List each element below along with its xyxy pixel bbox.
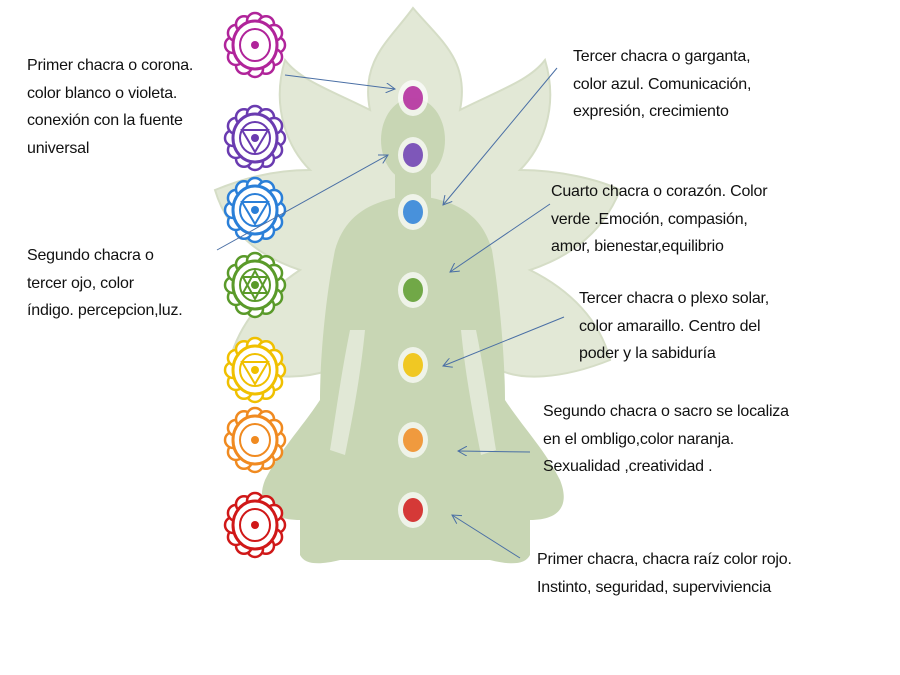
label-line: verde .Emoción, compasión,	[551, 210, 748, 228]
label-line: conexión con la fuente	[27, 112, 183, 129]
arrow-solar	[443, 316, 565, 366]
chakra-dot-solar-plexus	[398, 347, 428, 383]
label-solar: Tercer chacra o plexo solar, color amara…	[579, 285, 769, 368]
label-third-eye: Segundo chacra o tercer ojo, color índig…	[27, 242, 183, 325]
label-line: amor, bienestar,equilibrio	[551, 238, 724, 255]
label-line: Cuarto chacra o corazón. Color	[551, 183, 768, 200]
label-sacral: Segundo chacra o sacro se localiza en el…	[543, 398, 789, 481]
chakra-symbol-sacral-icon	[223, 406, 287, 474]
label-line: Segundo chacra o sacro se localiza	[543, 403, 789, 420]
chakra-points	[398, 80, 428, 528]
arrow-crown	[284, 74, 395, 89]
label-line: Primer chacra, chacra raíz color rojo.	[537, 551, 792, 568]
chakra-dot-crown	[398, 80, 428, 116]
arrows	[216, 67, 565, 559]
chakra-symbol-heart-icon	[223, 251, 287, 319]
arrow-sacral	[458, 451, 531, 452]
label-line: Sexualidad ,creatividad .	[543, 458, 713, 475]
label-crown: Primer chacra o corona. color blanco o v…	[27, 52, 193, 162]
label-line: Instinto, seguridad, superviviencia	[537, 578, 772, 596]
label-line: tercer ojo, color	[27, 274, 134, 292]
label-line: color amaraillo. Centro del	[579, 317, 761, 335]
label-line: universal	[27, 139, 90, 157]
chakra-dot-sacral	[398, 422, 428, 458]
chakra-symbol-third-eye-icon	[223, 104, 287, 172]
label-line: Tercer chacra o plexo solar,	[579, 290, 770, 307]
label-line: color blanco o violeta.	[27, 84, 178, 102]
label-line: poder y la sabiduría	[579, 345, 716, 362]
chakra-symbol-crown-icon	[223, 11, 287, 79]
chakra-dot-root	[398, 492, 428, 528]
label-heart: Cuarto chacra o corazón. Color verde .Em…	[551, 178, 768, 261]
label-line: índigo. percepcion,luz.	[27, 302, 183, 319]
chakra-dot-throat	[398, 194, 428, 230]
arrow-root	[452, 515, 521, 559]
chakra-symbol-solar-plexus-icon	[223, 336, 287, 404]
arrow-third-eye	[216, 155, 388, 251]
label-line: Segundo chacra o	[27, 247, 154, 264]
chakra-symbol-throat-icon	[223, 176, 287, 244]
chakra-symbol-root-icon	[223, 491, 287, 559]
label-line: expresión, crecimiento	[573, 103, 729, 120]
label-throat: Tercer chacra o garganta, color azul. Co…	[573, 43, 751, 126]
chakra-dot-heart	[398, 272, 428, 308]
label-root: Primer chacra, chacra raíz color rojo. I…	[537, 546, 792, 601]
arrow-throat	[443, 67, 558, 205]
chakra-dot-third-eye	[398, 137, 428, 173]
chakra-symbols	[223, 11, 287, 559]
label-line: color azul. Comunicación,	[573, 75, 752, 93]
label-line: en el ombligo,color naranja.	[543, 430, 734, 448]
label-line: Tercer chacra o garganta,	[573, 48, 751, 65]
leg-shadow	[330, 330, 496, 455]
arrow-heart	[450, 203, 551, 272]
label-line: Primer chacra o corona.	[27, 57, 194, 74]
